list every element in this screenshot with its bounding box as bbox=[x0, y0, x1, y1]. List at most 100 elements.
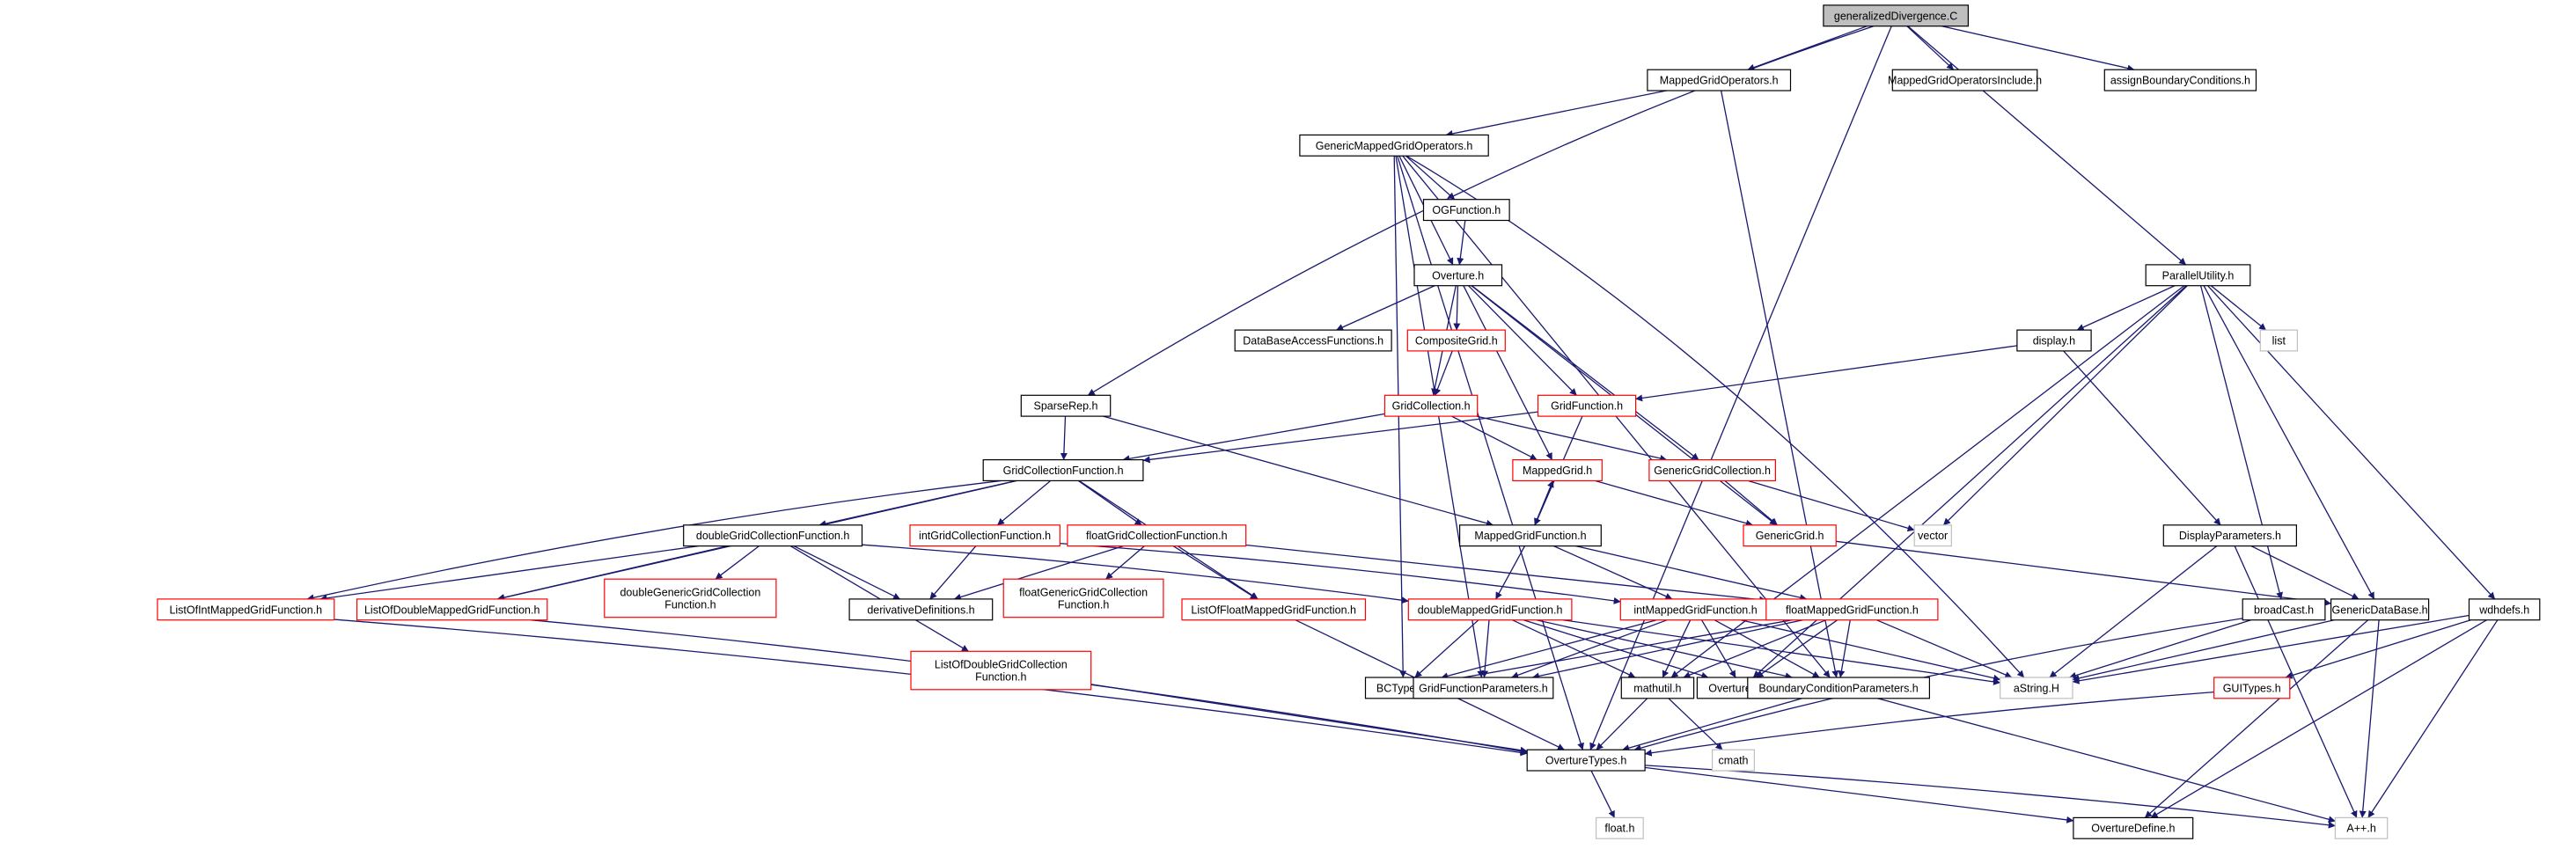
node-label-ldmgf: ListOfDoubleMappedGridFunction.h bbox=[364, 604, 539, 616]
edge-imgf-to-gfp bbox=[1511, 619, 1668, 679]
node-dmgf[interactable]: doubleMappedGridFunction.h bbox=[1407, 598, 1573, 621]
node-label-ggc: GenericGridCollection.h bbox=[1654, 465, 1771, 477]
node-gdb[interactable]: GenericDataBase.h bbox=[2330, 598, 2430, 621]
edge-bc-to-ot bbox=[1633, 618, 2243, 751]
node-box-gc bbox=[1383, 394, 1479, 417]
node-ldmgf[interactable]: ListOfDoubleMappedGridFunction.h bbox=[356, 598, 548, 621]
edge-root-to-pu bbox=[1907, 26, 2187, 266]
node-box-gcf bbox=[982, 458, 1144, 481]
edge-mgo-to-bcp bbox=[1720, 90, 1839, 678]
edge-pu-to-list bbox=[2210, 285, 2267, 331]
node-label-disp: display.h bbox=[2033, 335, 2075, 348]
node-label-gc: GridCollection.h bbox=[1392, 400, 1471, 413]
node-abc[interactable]: assignBoundaryConditions.h bbox=[2103, 69, 2257, 91]
edge-ogf-to-ovt bbox=[1457, 220, 1466, 266]
edge-ovt-to-gf bbox=[1467, 285, 1577, 396]
node-box-astr bbox=[2000, 677, 2073, 699]
node-gmgo[interactable]: GenericMappedGridOperators.h bbox=[1299, 134, 1489, 157]
node-dgcf[interactable]: doubleGridCollectionFunction.h bbox=[683, 524, 863, 547]
edge-ovt-to-dbaf bbox=[1336, 285, 1435, 331]
node-dbaf[interactable]: DataBaseAccessFunctions.h bbox=[1234, 329, 1392, 352]
node-ot[interactable]: OvertureTypes.h bbox=[1526, 749, 1646, 772]
edge-dmgf-to-bcp bbox=[1536, 619, 1793, 680]
node-pu[interactable]: ParallelUtility.h bbox=[2145, 264, 2251, 287]
node-gc[interactable]: GridCollection.h bbox=[1383, 394, 1479, 417]
node-dd[interactable]: derivativeDefinitions.h bbox=[848, 598, 994, 621]
node-mg[interactable]: MappedGrid.h bbox=[1512, 458, 1603, 481]
edge-dgcf-to-dmgf bbox=[862, 544, 1409, 604]
node-gcf[interactable]: GridCollectionFunction.h bbox=[982, 458, 1144, 481]
edge-wdh-to-app bbox=[2367, 619, 2499, 818]
node-dp[interactable]: DisplayParameters.h bbox=[2162, 524, 2298, 547]
node-label-cg: CompositeGrid.h bbox=[1415, 335, 1498, 348]
node-disp[interactable]: display.h bbox=[2016, 329, 2092, 352]
edge-dmgf-to-bct bbox=[1414, 619, 1479, 678]
node-ggc[interactable]: GenericGridCollection.h bbox=[1648, 458, 1777, 481]
node-igcf[interactable]: intGridCollectionFunction.h bbox=[909, 524, 1060, 547]
node-gf[interactable]: GridFunction.h bbox=[1537, 394, 1637, 417]
edge-gdb-to-app bbox=[2359, 619, 2380, 818]
node-label-list: list bbox=[2272, 335, 2286, 348]
node-od[interactable]: OvertureDefine.h bbox=[2073, 816, 2194, 839]
edge-mgf-to-fmgf bbox=[1575, 545, 1808, 602]
node-label-flt: float.h bbox=[1604, 823, 1634, 835]
edge-imgf-to-bcp bbox=[1714, 619, 1820, 678]
node-label-igcf: intGridCollectionFunction.h bbox=[919, 530, 1051, 542]
edge-igcf-to-dd bbox=[929, 545, 977, 600]
edge-root-to-sr bbox=[1087, 26, 1875, 396]
node-label-fgcf: floatGridCollectionFunction.h bbox=[1086, 530, 1228, 542]
node-app: A++.h bbox=[2334, 816, 2389, 839]
edge-dgcf-to-ldmgf bbox=[496, 545, 728, 602]
node-box-bcp bbox=[1747, 677, 1931, 699]
node-box-od bbox=[2073, 816, 2194, 839]
node-mgoi[interactable]: MappedGridOperatorsInclude.h bbox=[1888, 69, 2042, 91]
edge-gdb-to-od bbox=[2144, 619, 2369, 818]
edge-pu-to-wdh bbox=[2206, 285, 2496, 600]
node-lfmgf[interactable]: ListOfFloatMappedGridFunction.h bbox=[1181, 598, 1367, 621]
node-label-limgf: ListOfIntMappedGridFunction.h bbox=[169, 604, 322, 616]
node-fgcf[interactable]: floatGridCollectionFunction.h bbox=[1067, 524, 1247, 547]
node-label-vec: vector bbox=[1918, 530, 1948, 542]
edge-root-to-mgo bbox=[1747, 26, 1868, 71]
node-vec: vector bbox=[1913, 524, 1952, 547]
node-mu[interactable]: mathutil.h bbox=[1620, 677, 1695, 699]
node-label-ovt: Overture.h bbox=[1432, 269, 1484, 282]
edge-pu-to-bc bbox=[2199, 285, 2283, 600]
edge-pu-to-oi bbox=[1752, 285, 2187, 678]
node-gg[interactable]: GenericGrid.h bbox=[1743, 524, 1837, 547]
node-label-dmgf: doubleMappedGridFunction.h bbox=[1418, 604, 1563, 616]
node-label-gmgo: GenericMappedGridOperators.h bbox=[1316, 140, 1473, 152]
edge-fmgf-to-bcp bbox=[1838, 619, 1851, 678]
nodes-layer: generalizedDivergence.C MappedGridOperato… bbox=[157, 4, 2541, 839]
node-cg[interactable]: CompositeGrid.h bbox=[1406, 329, 1506, 352]
node-fmgf[interactable]: floatMappedGridFunction.h bbox=[1765, 598, 1939, 621]
node-gfp[interactable]: GridFunctionParameters.h bbox=[1413, 677, 1554, 699]
node-bc[interactable]: broadCast.h bbox=[2242, 598, 2326, 621]
node-ovt[interactable]: Overture.h bbox=[1413, 264, 1503, 287]
node-box-limgf bbox=[157, 598, 335, 621]
edge-gc-to-ggc bbox=[1476, 415, 1668, 462]
node-sr[interactable]: SparseRep.h bbox=[1020, 394, 1112, 417]
edge-imgf-to-oi bbox=[1700, 619, 1736, 678]
node-limgf[interactable]: ListOfIntMappedGridFunction.h bbox=[157, 598, 335, 621]
node-label-root: generalizedDivergence.C bbox=[1834, 10, 1957, 22]
node-label-fmgf: floatMappedGridFunction.h bbox=[1786, 604, 1919, 616]
edge-mgo-to-gmgo bbox=[1445, 90, 1668, 137]
node-label-od: OvertureDefine.h bbox=[2091, 823, 2175, 835]
node-label-pu: ParallelUtility.h bbox=[2162, 269, 2235, 282]
node-mgf[interactable]: MappedGridFunction.h bbox=[1458, 524, 1602, 547]
node-label-gui: GUITypes.h bbox=[2223, 682, 2281, 694]
node-mgo[interactable]: MappedGridOperators.h bbox=[1647, 69, 1792, 91]
node-wdh[interactable]: wdhdefs.h bbox=[2468, 598, 2541, 621]
node-bcp[interactable]: BoundaryConditionParameters.h bbox=[1747, 677, 1931, 699]
node-imgf[interactable]: intMappedGridFunction.h bbox=[1619, 598, 1772, 621]
node-ogf[interactable]: OGFunction.h bbox=[1422, 199, 1510, 222]
node-box-gf bbox=[1537, 394, 1637, 417]
node-root[interactable]: generalizedDivergence.C bbox=[1823, 4, 1969, 27]
edge-mg-to-gg bbox=[1594, 479, 1753, 527]
node-gui[interactable]: GUITypes.h bbox=[2213, 677, 2291, 699]
edge-pu-to-gdb bbox=[2203, 285, 2375, 600]
